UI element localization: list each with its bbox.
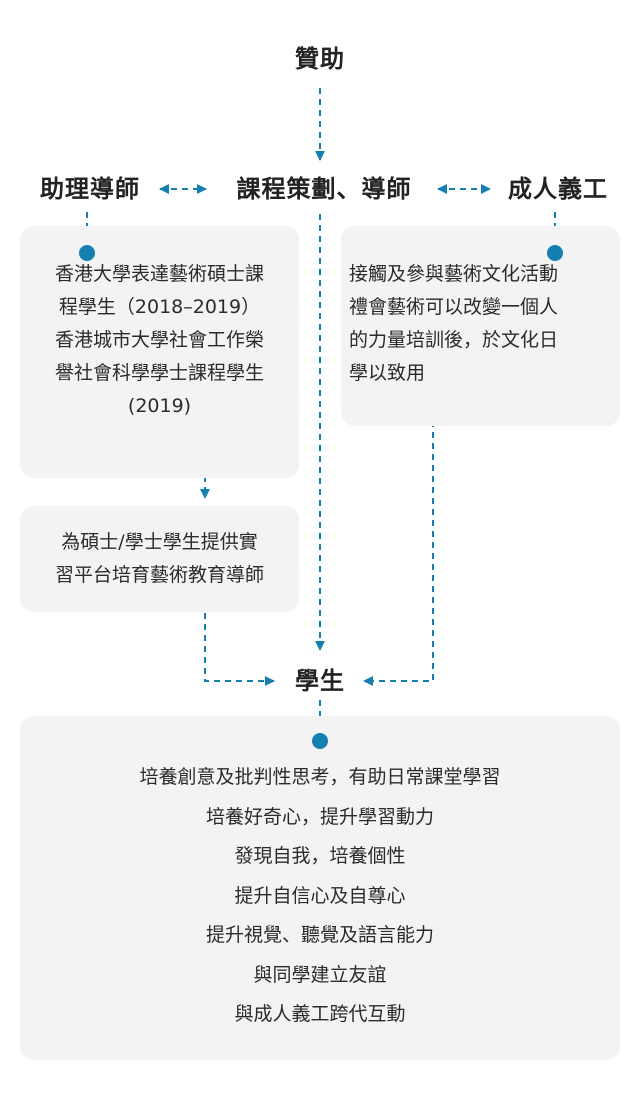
- box-volunteer-info: 接觸及參與藝術文化活動 禮會藝術可以改變一個人 的力量培訓後，於文化日 學以致用: [341, 226, 620, 426]
- box-line: 為碩士/學士學生提供實: [61, 531, 258, 553]
- outcome-item: 培養創意及批判性思考，有助日常課堂學習: [139, 766, 501, 788]
- box-assistant-role: 為碩士/學士學生提供實 習平台培育藝術教育導師: [20, 506, 299, 612]
- arrow-role-to-students: [204, 602, 275, 686]
- box-line: 香港城市大學社會工作榮: [54, 329, 264, 351]
- box-assistant-info: 香港大學表達藝術碩士課 程學生（2018–2019） 香港城市大學社會工作榮 譽…: [20, 226, 299, 478]
- node-assistant-mentor: 助理導師: [40, 175, 140, 203]
- outcome-item: 與同學建立友誼: [253, 963, 387, 986]
- outcome-item: 提升自信心及自尊心: [234, 884, 406, 907]
- outcome-item: 提升視覺、聽覺及語言能力: [205, 924, 434, 946]
- box-student-outcomes: 培養創意及批判性思考，有助日常課堂學習 培養好奇心，提升學習動力 發現自我，培養…: [20, 716, 620, 1060]
- box-line: 習平台培育藝術教育導師: [54, 564, 264, 586]
- dot-volunteer: [547, 245, 563, 261]
- node-sponsor: 贊助: [295, 45, 345, 73]
- box-line: 程學生（2018–2019）: [58, 296, 261, 318]
- outcome-item: 培養好奇心，提升學習動力: [205, 805, 434, 828]
- outcome-item: 發現自我，培養個性: [234, 845, 406, 867]
- arrow-volunteer-to-students: [363, 410, 434, 686]
- box-line: 禮會藝術可以改變一個人: [349, 296, 559, 318]
- outcome-item: 與成人義工跨代互動: [234, 1003, 406, 1025]
- box-line: 香港大學表達藝術碩士課: [54, 263, 264, 285]
- box-line: (2019): [127, 395, 192, 417]
- node-adult-volunteer: 成人義工: [508, 175, 608, 203]
- node-curriculum-mentor: 課程策劃、導師: [236, 175, 412, 203]
- box-line: 學以致用: [349, 362, 426, 384]
- box-line: 接觸及參與藝術文化活動: [349, 263, 559, 285]
- dot-assistant: [79, 245, 95, 261]
- box-line: 的力量培訓後，於文化日: [349, 329, 559, 351]
- node-students: 學生: [295, 667, 345, 695]
- dot-students: [312, 733, 328, 749]
- box-line: 譽社會科學學士課程學生: [54, 362, 264, 384]
